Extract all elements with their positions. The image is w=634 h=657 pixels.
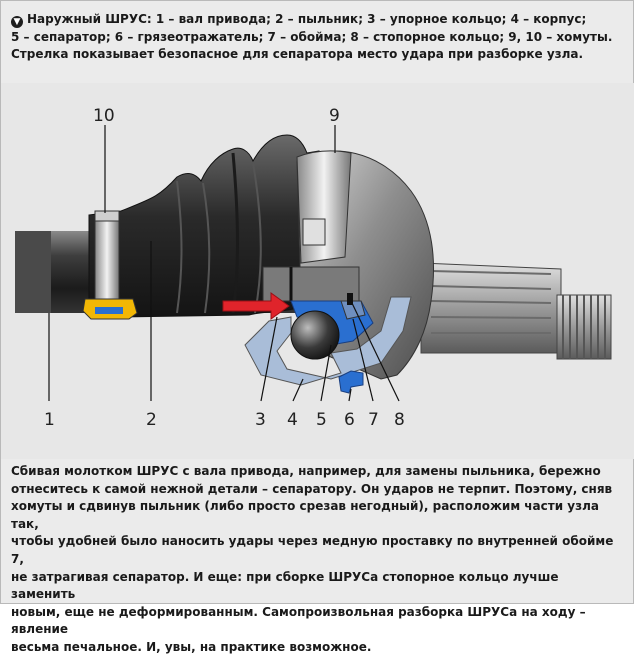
inner-race (340, 300, 366, 320)
pointer-icon: ▼ (11, 16, 23, 28)
caption-line-5: не затрагивая сепаратор. И еще: при сбор… (11, 569, 559, 602)
label-10: 10 (93, 106, 115, 126)
caption-line-3: хомуты и сдвинув пыльник (либо просто ср… (11, 499, 599, 531)
thread-lines (562, 295, 606, 359)
spline-grooves (430, 270, 552, 334)
label-6: 6 (344, 410, 355, 430)
boot-fold-1 (176, 180, 183, 314)
boot-fold-4 (231, 152, 239, 314)
caption-text: Сбивая молотком ШРУС с вала привода, нап… (11, 463, 625, 657)
drive-shaft-cut-end (15, 231, 51, 313)
label-3: 3 (255, 410, 266, 430)
caption-line-6: новым, еще не деформированным. Самопроиз… (11, 604, 586, 637)
label-4: 4 (287, 410, 298, 430)
label-8: 8 (394, 410, 405, 430)
caption-line-7: весьма печальное. И, увы, на практике во… (11, 639, 372, 654)
dirt-deflector (338, 370, 364, 394)
caption-line-2: отнеситесь к самой нежной детали – сепар… (11, 481, 613, 496)
boot-fold-3 (252, 162, 262, 314)
label-2: 2 (146, 410, 157, 430)
label-1: 1 (44, 410, 55, 430)
blue-seal-insert (95, 307, 123, 314)
legend-line-2: 5 – сепаратор; 6 – грязеотражатель; 7 – … (11, 29, 613, 44)
ball (290, 310, 340, 360)
caption-line-1: Сбивая молотком ШРУС с вала привода, нап… (11, 464, 601, 478)
retaining-ring (347, 293, 353, 305)
figure-legend: ▼Наружный ШРУС: 1 – вал привода; 2 – пыл… (11, 11, 623, 64)
label-7: 7 (368, 410, 379, 430)
clamp-large (296, 150, 352, 264)
caption-line-4: чтобы удобней было наносить удары через … (11, 534, 614, 566)
cv-joint-illustration: 10 9 1 2 3 4 5 6 7 8 (1, 83, 634, 459)
legend-line-1: ▼Наружный ШРУС: 1 – вал привода; 2 – пыл… (11, 11, 623, 29)
leader-lines (48, 125, 400, 402)
label-5: 5 (316, 410, 327, 430)
clamp-large-buckle (302, 218, 326, 246)
legend-line-3: Стрелка показывает безопасное для сепара… (11, 47, 584, 61)
clamp-small-buckle (94, 210, 120, 222)
impact-arrow (222, 292, 290, 320)
boot-fold-2 (202, 182, 211, 314)
stub-shaft (420, 262, 562, 354)
label-9: 9 (329, 106, 340, 126)
inner-shaft-end (262, 266, 360, 302)
